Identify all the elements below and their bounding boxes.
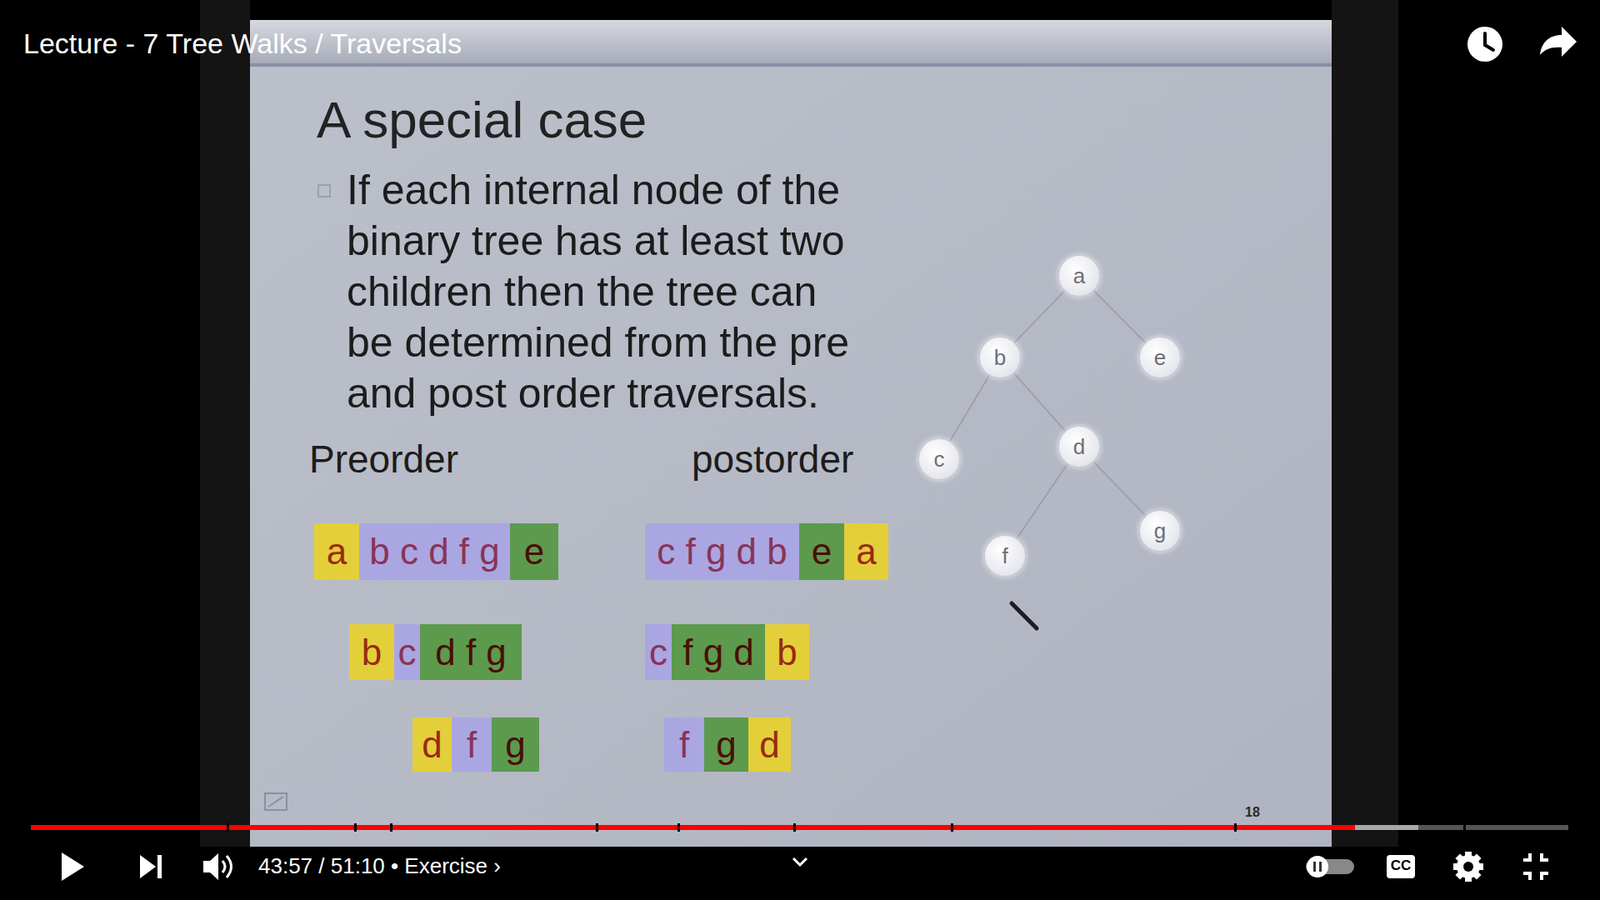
node-text: c f g d b (656, 530, 788, 573)
bullet-square (318, 185, 330, 197)
settings-icon (1453, 851, 1484, 882)
node-text: d f g (435, 631, 507, 674)
cc-text: CC (1386, 857, 1415, 875)
node-text: e (811, 530, 832, 573)
sequence-segment: f g d (671, 624, 765, 680)
next-icon (140, 855, 162, 879)
autoplay-toggle (1305, 855, 1355, 878)
sequence-segment: e (799, 523, 845, 580)
sequence-segment: a (844, 523, 889, 580)
node-text: b (361, 631, 382, 674)
fullscreen-exit-icon (1523, 853, 1549, 880)
sequence-segment: a (314, 523, 360, 580)
node-text: a (855, 530, 876, 573)
tree-node-circle: c (918, 438, 960, 480)
node-text: g (715, 724, 736, 766)
cc-icon (1386, 855, 1415, 879)
sequence-segment: b c d f g (359, 523, 510, 580)
node-text: f (466, 724, 477, 766)
side-band (1331, 0, 1399, 847)
video-title: Lecture - 7 Tree Walks / Traversals (23, 27, 462, 60)
node-text: c (398, 631, 417, 674)
sequence-segment: d f g (420, 624, 522, 680)
slide-title: A special case (316, 90, 647, 150)
slide-number: 18 (1245, 805, 1260, 820)
sequence-segment: g (491, 717, 540, 772)
sequence-segment: g (704, 717, 749, 772)
slide-top-rule (250, 63, 1332, 67)
tree-node-circle: e (1139, 336, 1181, 379)
column-heading: Preorder (309, 436, 459, 482)
side-band (200, 0, 250, 847)
sequence-segment: f (664, 717, 705, 772)
node-text: e (1154, 345, 1166, 371)
node-text: b (776, 631, 797, 674)
sequence-segment: d (412, 717, 452, 772)
node-text: c (649, 631, 668, 674)
sequence-segment: c (394, 624, 420, 680)
node-text: b (994, 345, 1006, 371)
clock-icon (1467, 26, 1503, 62)
tree-node-circle: f (984, 535, 1026, 577)
sequence-segment: c f g d b (645, 523, 800, 580)
tree-edge (1016, 464, 1068, 540)
tree-node-circle: b (979, 336, 1021, 379)
node-text: d (759, 724, 780, 766)
tree-node-circle: d (1058, 425, 1100, 468)
node-text: b c d f g (369, 530, 500, 573)
node-text: g (505, 724, 525, 766)
node-text: a (326, 530, 347, 573)
play-icon (61, 852, 85, 881)
chevron-icon (793, 858, 807, 865)
slide-ground (250, 20, 1332, 847)
node-text: a (1073, 263, 1085, 290)
tree-node-circle: g (1139, 510, 1181, 552)
tree-edge (1014, 290, 1065, 343)
share-icon (1540, 26, 1577, 57)
node-text: d (1073, 434, 1085, 460)
pen-cursor (1011, 603, 1037, 629)
node-text: c (934, 446, 945, 473)
sequence-segment: d (748, 717, 791, 772)
node-text: g (1154, 518, 1166, 545)
node-text: f g d (682, 631, 755, 674)
tree-edge (1094, 290, 1146, 343)
sequence-segment: e (510, 523, 559, 580)
node-text: f (679, 724, 690, 766)
progress-bar (30, 823, 1569, 832)
bullet-text: If each internal node of the binary tree… (346, 165, 865, 420)
node-text: d (421, 724, 442, 766)
volume-icon (203, 853, 232, 880)
node-text: e (524, 530, 545, 573)
sequence-segment: c (645, 624, 672, 680)
slide-corner-icon (265, 793, 287, 810)
column-heading: postorder (691, 436, 854, 482)
sequence-segment: f (451, 717, 492, 772)
tree-edge (1093, 461, 1145, 516)
time-display: 43:57 / 51:10 • Exercise › (258, 853, 501, 880)
tree-node-circle: a (1058, 255, 1100, 297)
sequence-segment: b (349, 624, 395, 680)
node-text: f (1001, 543, 1008, 570)
sequence-segment: b (765, 624, 810, 680)
tree-edge (1014, 373, 1066, 432)
tree-edge (950, 375, 990, 441)
